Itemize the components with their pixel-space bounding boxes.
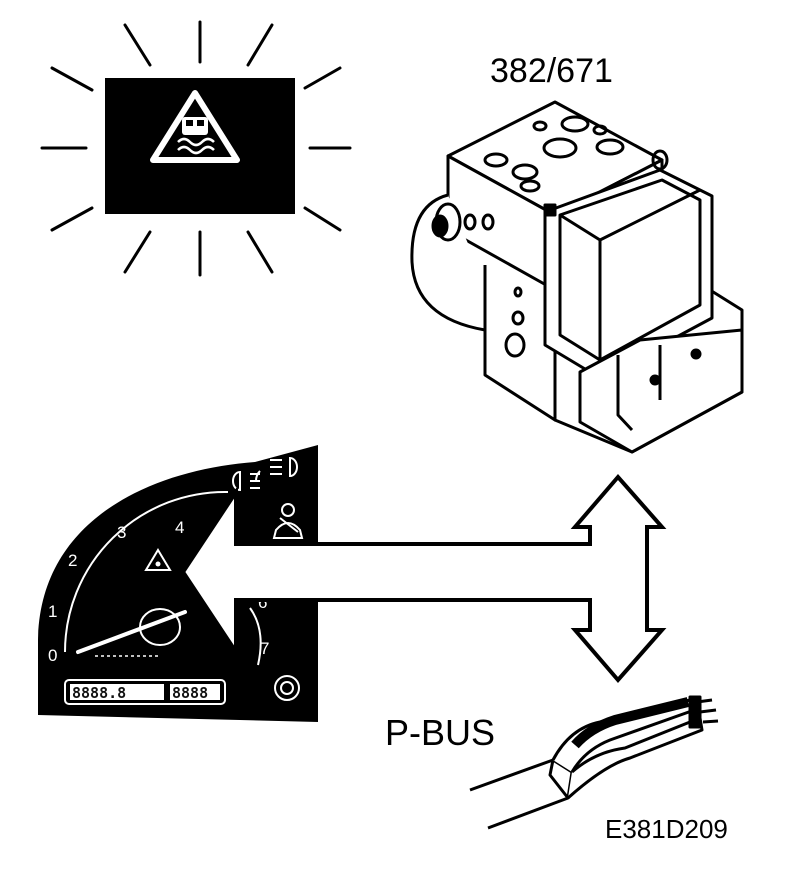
abs-control-module	[410, 100, 744, 454]
speed-tick-0: 0	[48, 646, 57, 665]
rpm-tick-6: 6	[258, 593, 267, 612]
speed-tick-3: 3	[117, 523, 126, 542]
fog-lamp-icon	[232, 456, 298, 492]
communication-arrows	[180, 473, 667, 684]
speed-tick-2: 2	[68, 551, 77, 570]
speed-tick-4: 4	[175, 518, 184, 537]
flash-rays	[40, 20, 352, 277]
trip-reset-knob	[274, 675, 300, 701]
speed-tick-1: 1	[48, 602, 57, 621]
speedo-hub	[139, 608, 181, 646]
warning-triangle-icon	[144, 548, 172, 571]
instrument-cluster: 0 1 2 3 4 6 7 8888.8 8888	[38, 445, 318, 722]
warning-lamp-panel	[40, 20, 352, 277]
pbus-cable	[469, 695, 719, 830]
trip-value: 8888	[172, 684, 208, 702]
pbus-label: P-BUS	[385, 712, 495, 753]
seatbelt-icon	[272, 503, 304, 539]
module-ref-label: 382/671	[490, 52, 613, 90]
figure-code: E381D209	[605, 814, 728, 844]
rpm-tick-7: 7	[260, 639, 269, 658]
odometer-value: 8888.8	[72, 684, 126, 702]
traction-control-warning-icon	[150, 90, 240, 163]
